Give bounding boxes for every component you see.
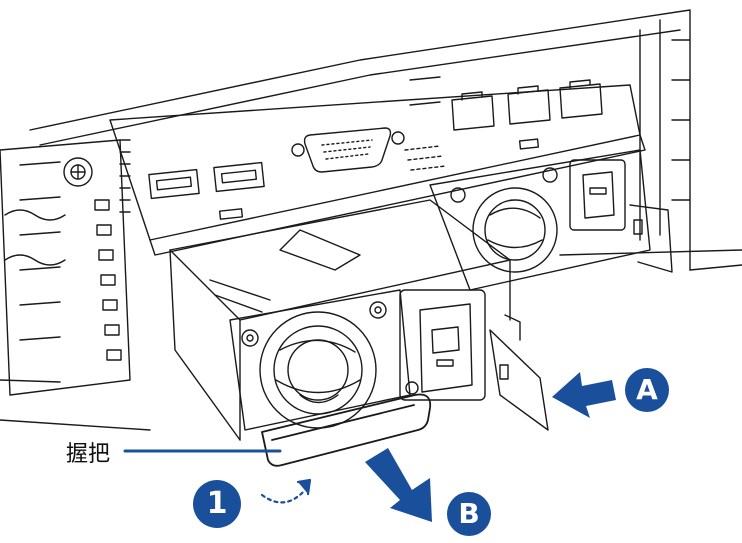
removed-psu (169, 199, 549, 441)
lan-port-3 (559, 79, 603, 119)
lan-port-2 (507, 85, 551, 125)
handle-label: 握把 (66, 442, 111, 467)
removed-psu-power-inlet (399, 289, 486, 401)
direction-arrow-b (365, 448, 432, 522)
installed-psu-fan (472, 187, 558, 273)
step-one-badge: 1 (193, 480, 241, 528)
chassis-vent-panel (0, 139, 131, 396)
rotation-arrow (260, 478, 312, 504)
installed-psu (429, 149, 673, 291)
release-latch (489, 329, 549, 431)
direction-b-badge: B (447, 492, 491, 536)
removed-psu-fan (259, 311, 377, 429)
rear-io-panel (109, 76, 646, 256)
psu-handle (261, 393, 432, 467)
lan-port-1 (451, 91, 495, 131)
installed-psu-power-inlet (569, 159, 626, 231)
usb-port-2 (213, 161, 265, 193)
vga-port (303, 127, 392, 173)
usb-port-1 (148, 168, 200, 200)
direction-arrow-a (552, 372, 616, 418)
direction-a-badge: A (625, 368, 669, 412)
chassis-frame (0, 9, 742, 431)
